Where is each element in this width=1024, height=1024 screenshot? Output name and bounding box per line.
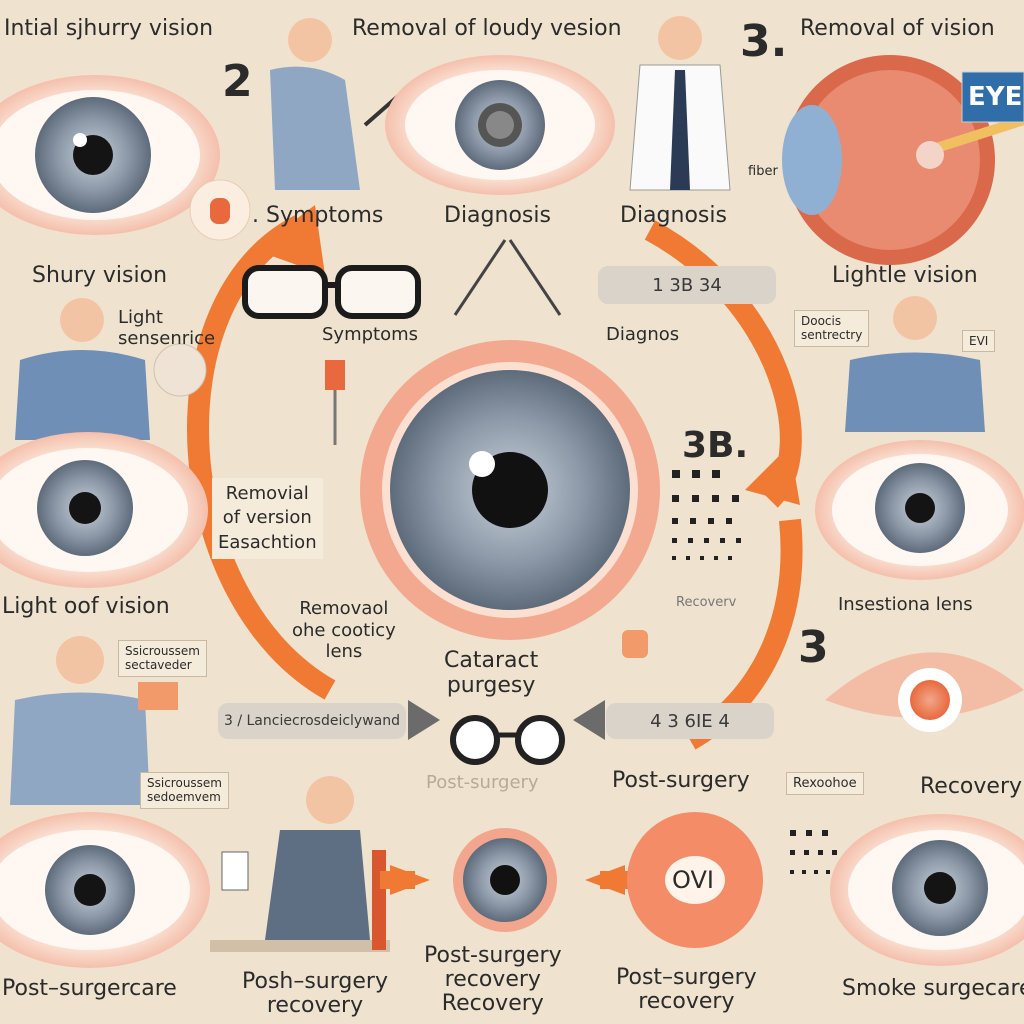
label-diagnosis-2: Diagnosis [620, 203, 727, 228]
label-insertional-lens: Insestiona lens [838, 594, 973, 615]
label-post-surgery-recovery-right: Post–surgery recovery [616, 965, 757, 1015]
eye-icon [830, 814, 1024, 966]
label-removial: Removial of version Easachtion [212, 478, 323, 559]
label-diagnosis: Diagnosis [444, 203, 551, 228]
doctor-icon [15, 298, 150, 440]
label-light-sensitivity: Light sensenrice [118, 307, 216, 349]
label-evi: EVI [962, 330, 996, 352]
eye-sign [961, 71, 1024, 123]
label-light-off-vision: Light oof vision [2, 594, 170, 619]
doctor-icon [629, 16, 731, 191]
cycle-arrow-head-right [745, 445, 800, 505]
glasses-icon [242, 265, 421, 319]
cycle-arrow-head-left [255, 205, 325, 275]
step-title-removal-2: Removal of vision [800, 16, 995, 41]
eye-icon [0, 75, 220, 235]
eye-icon [385, 55, 615, 195]
eye-icon [825, 652, 1024, 732]
label-recovery-small: Recoverv [676, 595, 737, 610]
eye-anatomy-icon [782, 55, 1024, 265]
label-doocis: Doocis sentrectry [794, 310, 870, 347]
step-pill-left: 3 / Lanciecrosdeiclywand [218, 703, 406, 739]
step-number-2: 2 [222, 56, 253, 107]
label-lightle-vision: Lightle vision [832, 263, 978, 288]
lens-icon [153, 343, 207, 397]
label-ssicroussem-2: Ssicroussem sedoemvem [140, 772, 229, 809]
doctor-icon [10, 636, 150, 805]
label-post-surgery-ghost: Post-surgery [426, 772, 539, 793]
eye-chart-icon [790, 830, 837, 874]
eye-icon [0, 812, 210, 968]
eye-chart-icon [672, 470, 741, 560]
badge-icon [138, 682, 178, 710]
step-title-removal: Removal of loudy vesion [352, 16, 622, 41]
dropper-icon [325, 360, 345, 390]
step-number-3b: 3B. [682, 425, 749, 466]
eye-sign-label: EYE [968, 82, 1023, 112]
label-rexoohoe: Rexoohoe [786, 772, 864, 795]
tweezers-icon [453, 239, 562, 316]
eye-icon [0, 432, 208, 588]
ovi-circle-icon [627, 812, 763, 948]
step-pill-right: 4 3 6IE 4 [606, 703, 774, 739]
label-symptoms: . Symptoms [252, 203, 384, 228]
eye-icon [815, 440, 1024, 580]
step-number-3-lower: 3 [798, 622, 829, 673]
label-symptoms-2: Symptoms [322, 324, 419, 345]
doctor-at-desk-icon [210, 776, 390, 952]
step-title-initial: Intial sjhurry vision [4, 16, 214, 41]
step-number-3: 3. [740, 16, 788, 67]
glasses-icon [450, 715, 565, 765]
doctor-icon [270, 18, 407, 190]
eye-icon [453, 828, 557, 932]
label-recovery-right: Recovery [920, 774, 1023, 799]
label-fiber: fiber [748, 164, 778, 179]
label-cataract-surgery: Cataract purgesy [444, 648, 539, 699]
label-post-surgercare: Post–surgercare [2, 976, 177, 1001]
cycle-arrow-left [187, 215, 336, 700]
label-posh-surgery-recovery: Posh–surgery recovery [242, 969, 388, 1019]
label-shury-vision: Shury vision [32, 263, 168, 288]
label-removal-lens: Removaol ohe cooticy lens [292, 598, 396, 663]
label-post-surgery: Post-surgery [612, 768, 750, 793]
label-ssicroussem: Ssicroussem sectaveder [118, 640, 207, 677]
doctor-icon [845, 296, 985, 432]
central-eye-icon [360, 340, 660, 640]
step-pill-top: 1 3B 34 [598, 266, 776, 304]
label-ovi: OVI [672, 866, 714, 894]
label-smoke-surgecare: Smoke surgecare [842, 976, 1024, 1001]
label-post-surgery-recovery-center: Post-surgery recovery Recovery [424, 943, 562, 1017]
lens-icon [622, 630, 648, 658]
label-diagnos: Diagnos [606, 324, 680, 345]
